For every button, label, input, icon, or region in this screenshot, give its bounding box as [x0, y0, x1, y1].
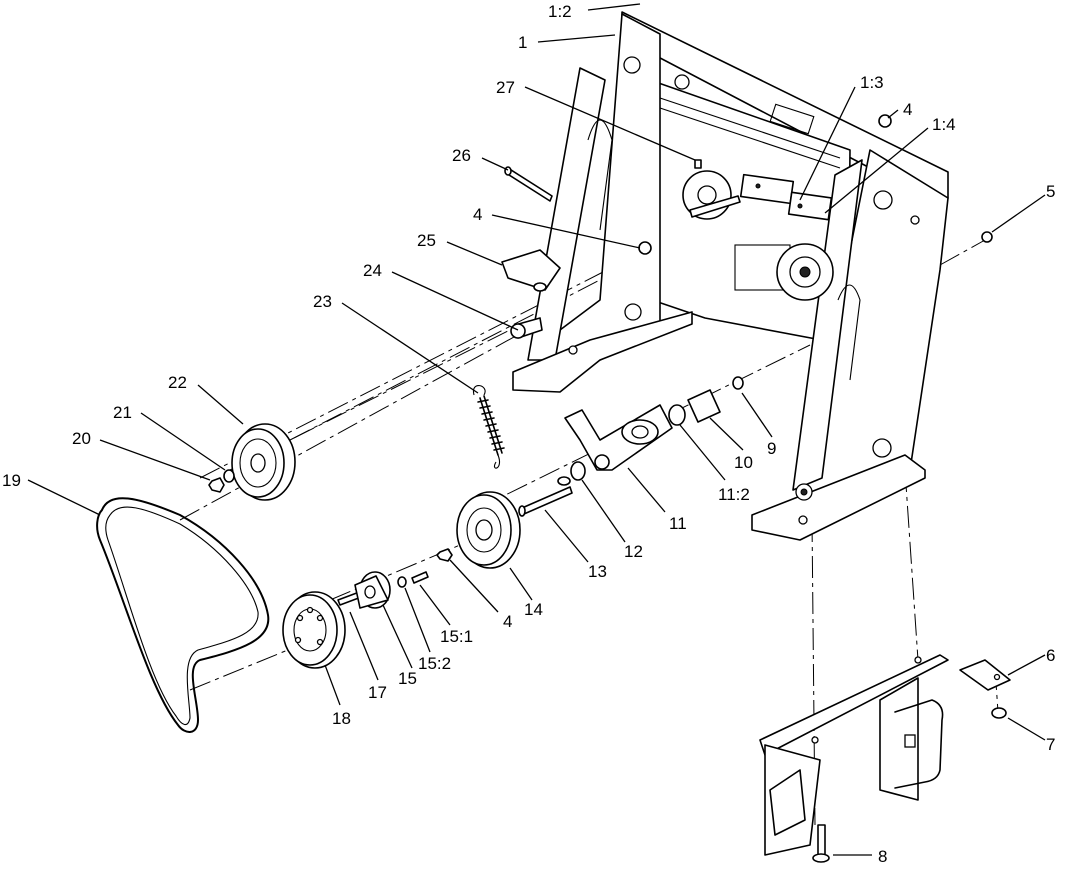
spacer-washer: [557, 476, 571, 486]
callout-labels: 1:2 1 27 1:3 4 1:4 26 5 4 25 24 23 22 21…: [2, 2, 1055, 866]
callout-15-2: 15:2: [418, 654, 451, 673]
drive-pulley: [282, 591, 346, 669]
lock-nut-upper: [638, 241, 652, 255]
pivot-pin: [504, 166, 553, 202]
callout-7: 7: [1046, 735, 1055, 754]
callout-14: 14: [524, 600, 543, 619]
callout-24: 24: [363, 261, 382, 280]
callout-11: 11: [669, 514, 687, 533]
idler-pulley: [231, 423, 296, 501]
callout-6: 6: [1046, 646, 1055, 665]
arm-bushing: [668, 404, 686, 426]
callout-21: 21: [113, 403, 132, 422]
idler-shaft: [689, 159, 741, 218]
lock-nut-pulley: [436, 548, 453, 562]
idler-arm: [564, 404, 673, 471]
pivot-sleeve: [687, 389, 721, 423]
callout-13: 13: [588, 562, 607, 581]
callout-25: 25: [417, 231, 436, 250]
callout-17: 17: [368, 683, 387, 702]
callout-11-2: 11:2: [718, 485, 750, 504]
callout-8: 8: [878, 847, 887, 866]
callout-22: 22: [168, 373, 187, 392]
callout-leader-lines: [27, 3, 1046, 856]
callout-4-mid: 4: [473, 205, 482, 224]
callout-5: 5: [1046, 182, 1055, 201]
callout-20: 20: [72, 429, 91, 448]
hub-screw: [411, 571, 429, 584]
hex-nut: [208, 477, 225, 493]
idler-pulley-lower: [456, 491, 521, 569]
extension-spring: [472, 385, 505, 469]
callout-1-4: 1:4: [932, 115, 956, 134]
callout-27: 27: [496, 78, 515, 97]
callout-26: 26: [452, 146, 471, 165]
callout-1-2: 1:2: [548, 2, 572, 21]
callout-4-lower: 4: [503, 612, 512, 631]
main-housing-frame: [512, 11, 949, 541]
flange-nut: [991, 707, 1007, 719]
flat-washer: [223, 469, 235, 483]
callout-23: 23: [313, 292, 332, 311]
callout-19: 19: [2, 471, 21, 490]
callout-12: 12: [624, 542, 643, 561]
carriage-bolt: [518, 486, 573, 517]
callout-9: 9: [767, 439, 776, 458]
callout-1-3: 1:3: [860, 73, 884, 92]
flange-bolt: [812, 824, 830, 863]
callout-10: 10: [734, 453, 753, 472]
tapered-hub: [354, 571, 391, 609]
mounting-bracket: [759, 654, 949, 856]
pivot-bolt: [732, 376, 744, 390]
spring-bracket: [501, 249, 561, 292]
v-belt: [96, 497, 270, 733]
mounting-plate: [959, 659, 1011, 691]
callout-4-top: 4: [903, 100, 912, 119]
callout-1: 1: [518, 33, 527, 52]
callout-18: 18: [332, 709, 351, 728]
callout-15: 15: [398, 669, 417, 688]
callout-15-1: 15:1: [440, 627, 473, 646]
spacer-bushing: [570, 461, 586, 481]
shoulder-bolt: [510, 317, 543, 339]
hub-washer: [397, 576, 407, 588]
lock-nut-right: [981, 231, 993, 243]
